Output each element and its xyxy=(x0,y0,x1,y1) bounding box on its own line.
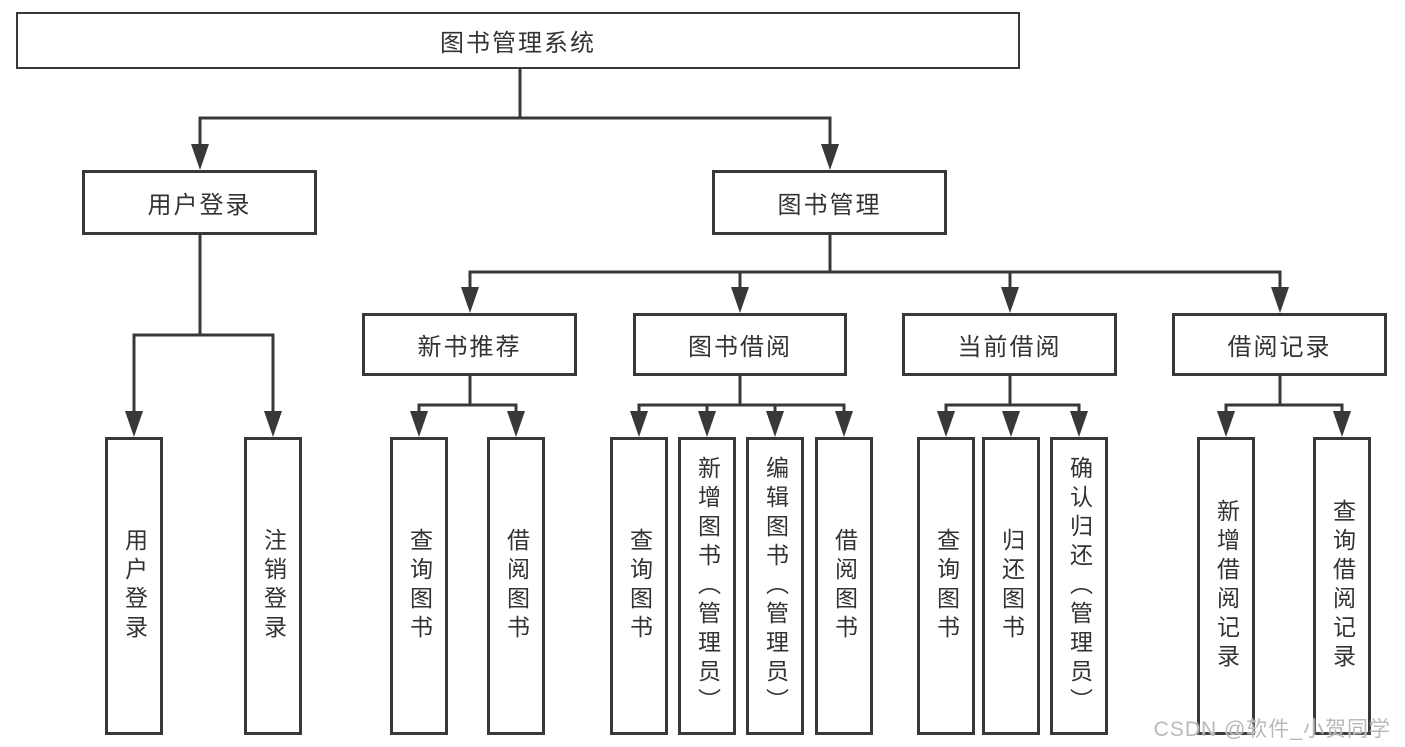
leaf-logout: 注销登录 xyxy=(244,437,302,735)
leaf-label: 查询图书 xyxy=(933,528,960,644)
node-user-login: 用户登录 xyxy=(82,170,317,235)
node-new-book-recommend: 新书推荐 xyxy=(362,313,577,376)
leaf-label: 新增借阅记录 xyxy=(1213,499,1240,673)
leaf-add-books-admin: 新增图书（管理员） xyxy=(678,437,736,735)
leaf-label: 借阅图书 xyxy=(831,528,858,644)
leaf-label: 查询图书 xyxy=(626,528,653,644)
node-book-borrowing: 图书借阅 xyxy=(633,313,847,376)
leaf-label: 查询图书 xyxy=(406,528,433,644)
arrowhead-icons xyxy=(125,144,1351,437)
leaf-label: 确认归还（管理员） xyxy=(1066,455,1093,717)
node-root: 图书管理系统 xyxy=(16,12,1020,69)
leaf-label: 新增图书（管理员） xyxy=(694,455,721,717)
leaf-confirm-return-admin: 确认归还（管理员） xyxy=(1050,437,1108,735)
leaf-add-borrow-record: 新增借阅记录 xyxy=(1197,437,1255,735)
leaf-label: 用户登录 xyxy=(121,528,148,644)
leaf-borrow-books: 借阅图书 xyxy=(815,437,873,735)
leaf-query-books-recommend: 查询图书 xyxy=(390,437,448,735)
leaf-label: 编辑图书（管理员） xyxy=(762,455,789,717)
leaf-label: 归还图书 xyxy=(998,528,1025,644)
leaf-borrow-books-recommend: 借阅图书 xyxy=(487,437,545,735)
node-current-borrowing: 当前借阅 xyxy=(902,313,1117,376)
node-book-management: 图书管理 xyxy=(712,170,947,235)
leaf-label: 查询借阅记录 xyxy=(1329,499,1356,673)
leaf-query-books-borrowing: 查询图书 xyxy=(610,437,668,735)
leaf-user-login: 用户登录 xyxy=(105,437,163,735)
leaf-edit-books-admin: 编辑图书（管理员） xyxy=(746,437,804,735)
leaf-query-books-current: 查询图书 xyxy=(917,437,975,735)
watermark: CSDN @软件_小贺同学 xyxy=(1153,718,1391,741)
leaf-return-books: 归还图书 xyxy=(982,437,1040,735)
leaf-query-borrow-record: 查询借阅记录 xyxy=(1313,437,1371,735)
leaf-label: 借阅图书 xyxy=(503,528,530,644)
leaf-label: 注销登录 xyxy=(260,528,287,644)
node-borrowing-records: 借阅记录 xyxy=(1172,313,1387,376)
